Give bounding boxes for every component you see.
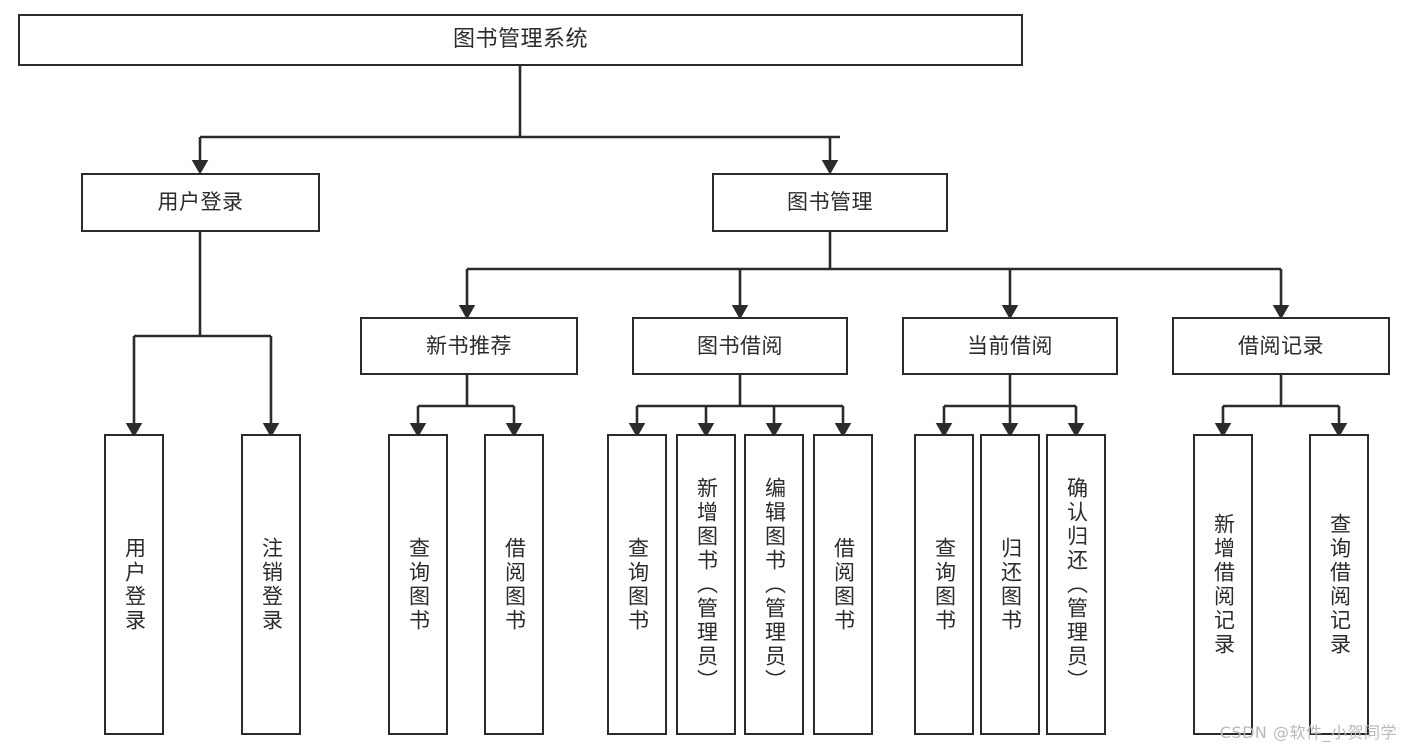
leaf-user-login[interactable]: 用户登录 xyxy=(104,434,164,735)
node-label: 查询图书 xyxy=(406,536,431,633)
leaf-logout[interactable]: 注销登录 xyxy=(241,434,301,735)
leaf-add-borrow-record[interactable]: 新增借阅记录 xyxy=(1193,434,1253,735)
node-label: 查询借阅记录 xyxy=(1327,512,1352,657)
node-label: 图书管理 xyxy=(787,190,873,215)
node-label: 查询图书 xyxy=(625,536,650,633)
node-label: 编辑图书（管理员） xyxy=(762,476,787,693)
leaf-confirm-return-admin[interactable]: 确认归还（管理员） xyxy=(1046,434,1106,735)
node-label: 借阅记录 xyxy=(1238,333,1324,358)
leaf-query-books-current[interactable]: 查询图书 xyxy=(914,434,974,735)
node-borrow-records[interactable]: 借阅记录 xyxy=(1172,317,1390,375)
node-label: 当前借阅 xyxy=(967,333,1053,358)
node-root-library-management-system[interactable]: 图书管理系统 xyxy=(18,14,1023,66)
node-label: 图书借阅 xyxy=(697,333,783,358)
leaf-borrow-books-recommend[interactable]: 借阅图书 xyxy=(484,434,544,735)
node-label: 新增借阅记录 xyxy=(1211,512,1236,657)
leaf-borrow-books[interactable]: 借阅图书 xyxy=(813,434,873,735)
node-label: 查询图书 xyxy=(932,536,957,633)
node-label: 新书推荐 xyxy=(426,333,512,358)
node-label: 用户登录 xyxy=(122,536,147,633)
node-label: 确认归还（管理员） xyxy=(1064,476,1089,693)
node-book-borrowing[interactable]: 图书借阅 xyxy=(632,317,848,375)
node-label: 借阅图书 xyxy=(831,536,856,633)
node-label: 借阅图书 xyxy=(502,536,527,633)
node-label: 图书管理系统 xyxy=(452,27,588,53)
node-label: 归还图书 xyxy=(998,536,1023,633)
node-label: 用户登录 xyxy=(157,190,244,215)
leaf-query-books-recommend[interactable]: 查询图书 xyxy=(388,434,448,735)
leaf-query-books-borrow[interactable]: 查询图书 xyxy=(607,434,667,735)
node-user-login[interactable]: 用户登录 xyxy=(81,173,320,232)
node-label: 注销登录 xyxy=(259,536,284,633)
csdn-watermark: CSDN @软件_小贺同学 xyxy=(1219,723,1397,742)
node-book-management[interactable]: 图书管理 xyxy=(712,173,948,232)
leaf-edit-book-admin[interactable]: 编辑图书（管理员） xyxy=(744,434,804,735)
leaf-query-borrow-record[interactable]: 查询借阅记录 xyxy=(1309,434,1369,735)
leaf-return-books[interactable]: 归还图书 xyxy=(980,434,1040,735)
node-label: 新增图书（管理员） xyxy=(694,476,719,693)
leaf-add-book-admin[interactable]: 新增图书（管理员） xyxy=(676,434,736,735)
node-new-book-recommendation[interactable]: 新书推荐 xyxy=(360,317,578,375)
node-current-borrowing[interactable]: 当前借阅 xyxy=(902,317,1118,375)
